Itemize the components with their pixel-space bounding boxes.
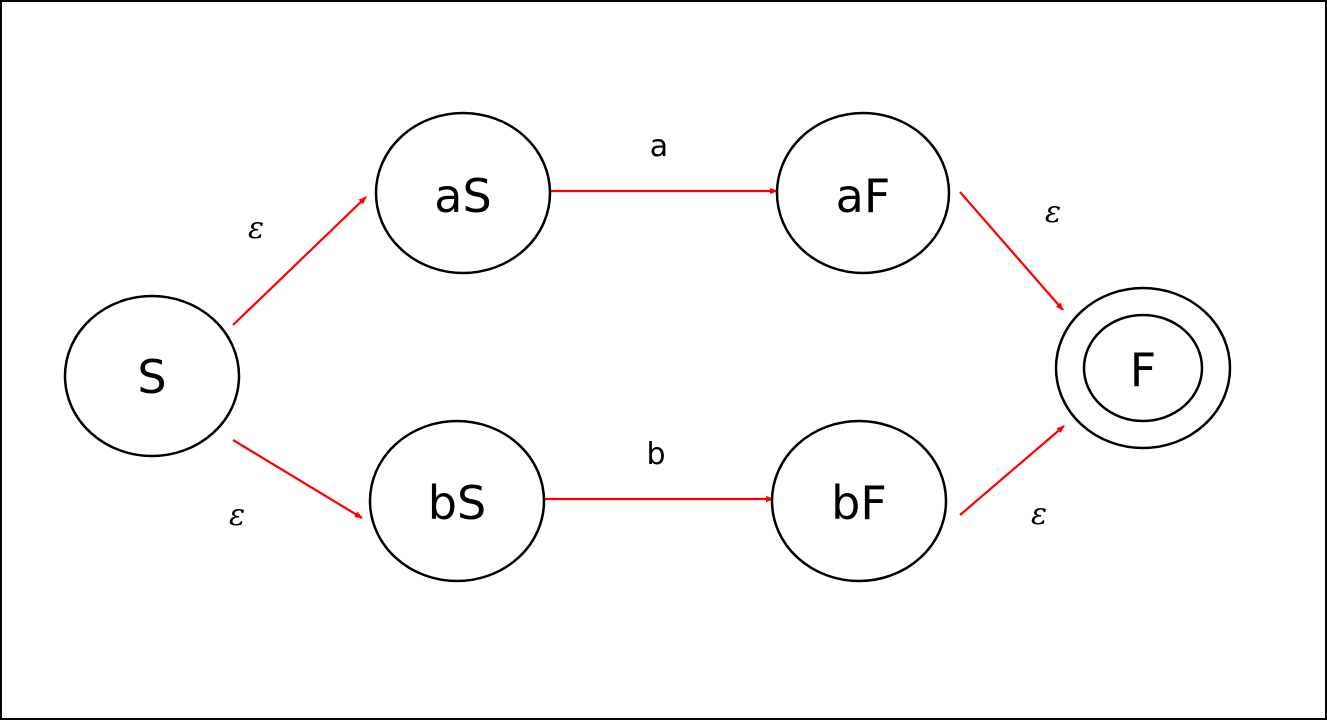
state-F-accepting: F (1054, 286, 1232, 450)
edge-label-S-bS: ε (229, 498, 245, 533)
edge-label-S-aS: ε (248, 211, 264, 246)
edge-S-aS (232, 196, 367, 326)
edge-label-bS-bF: b (646, 437, 665, 472)
edge-S-bS (232, 439, 363, 519)
state-label-aS: aS (434, 169, 491, 223)
state-label-aF: aF (836, 169, 891, 223)
state-aF: aF (775, 111, 951, 275)
edge-label-bF-F: ε (1031, 497, 1047, 532)
edge-aF-F (959, 191, 1064, 311)
state-label-bF: bF (831, 476, 887, 530)
state-label-bS: bS (428, 476, 486, 530)
state-S: S (63, 294, 241, 458)
state-label-F: F (1130, 343, 1156, 397)
state-bF: bF (770, 419, 948, 583)
edge-label-aS-aF: a (650, 129, 668, 164)
edge-label-aF-F: ε (1045, 195, 1061, 230)
edge-bF-F (959, 425, 1065, 516)
state-label-S: S (137, 350, 166, 404)
state-bS: bS (368, 419, 546, 583)
state-aS: aS (374, 111, 552, 275)
